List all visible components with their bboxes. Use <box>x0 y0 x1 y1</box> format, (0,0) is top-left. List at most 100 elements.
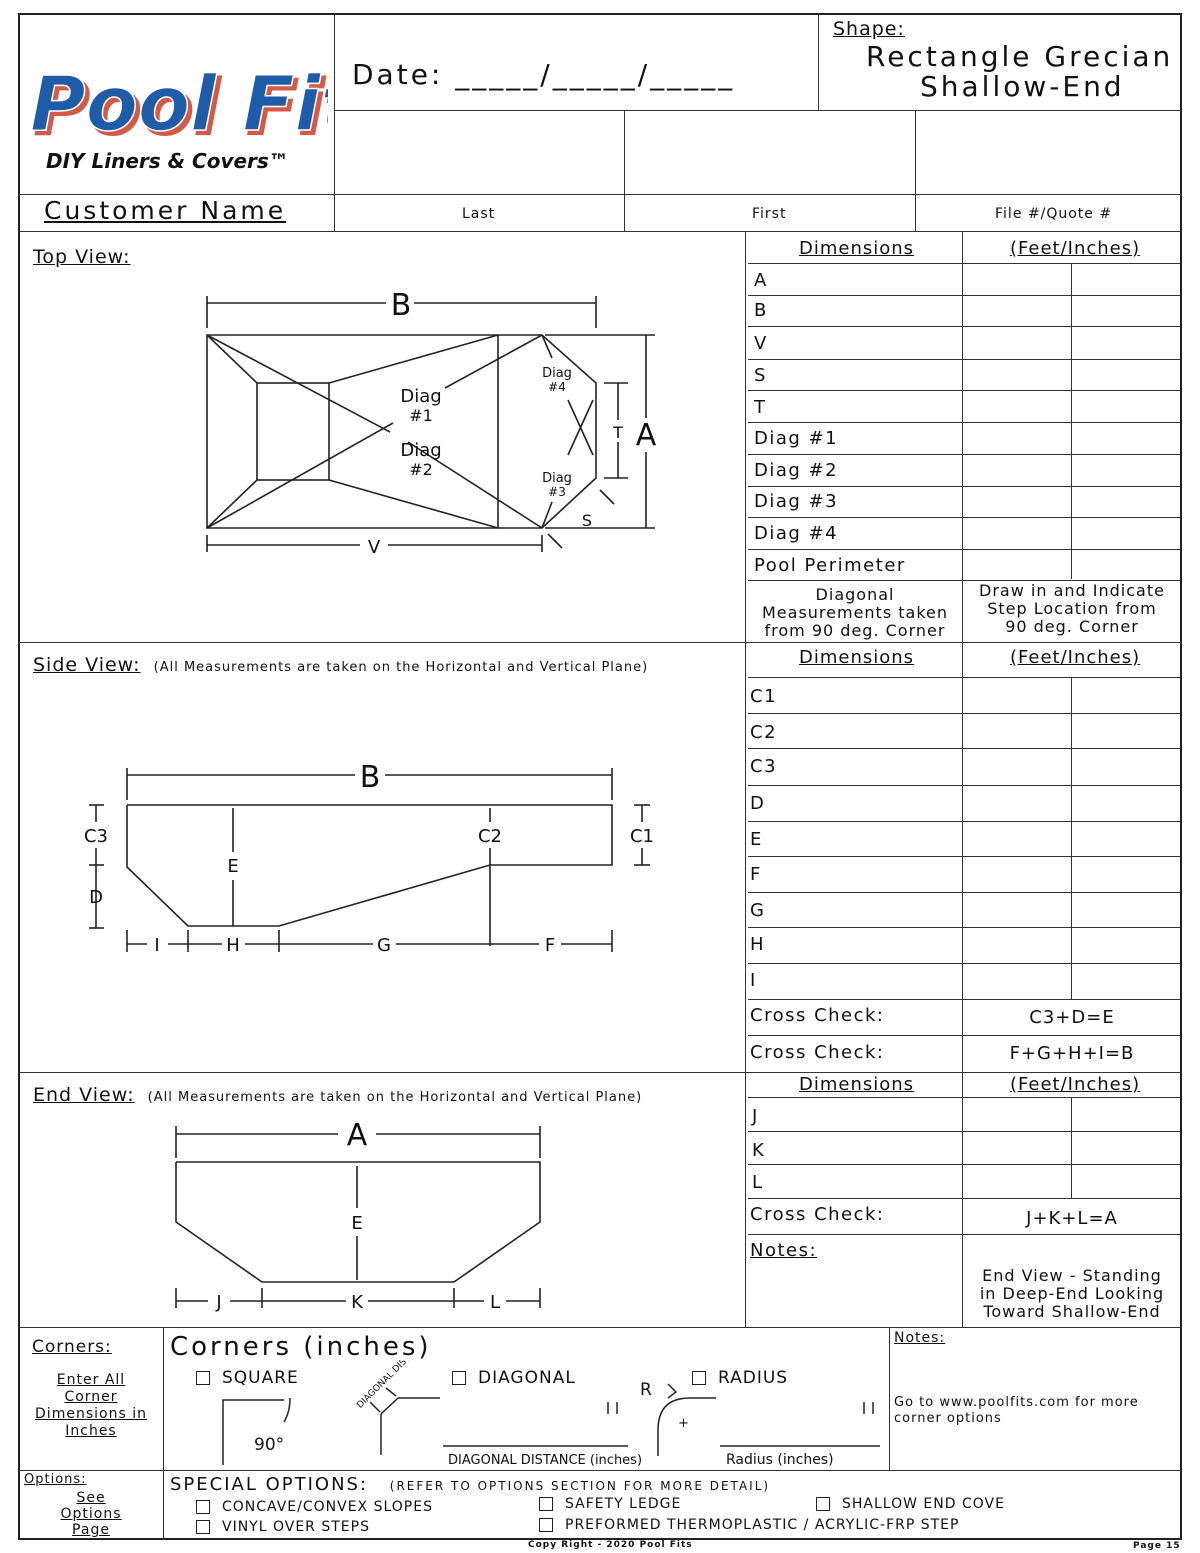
label-diag2b: #2 <box>409 460 433 479</box>
side-units-header: (Feet/Inches) <box>1010 647 1141 668</box>
label-c3: C3 <box>84 826 108 847</box>
cross-check-label: Cross Check: <box>750 1204 885 1225</box>
option-shallow-end-cove[interactable]: SHALLOW END COVE <box>816 1496 1005 1512</box>
top-view-diagram: B A V S T Diag #1 Diag #2 Diag #4 Diag #… <box>206 288 657 558</box>
last-label: Last <box>462 206 496 222</box>
row-label: V <box>754 333 768 354</box>
svg-text:DIY Liners & Covers™: DIY Liners & Covers™ <box>46 149 289 173</box>
checkbox[interactable] <box>539 1497 553 1511</box>
row-label: Pool Perimeter <box>754 555 906 576</box>
row-label: L <box>752 1172 764 1193</box>
plus-mark: + <box>678 1416 689 1431</box>
row-label: T <box>754 397 767 418</box>
row-label: J <box>752 1106 759 1127</box>
options-side-title: Options: <box>24 1472 87 1487</box>
row-label: I <box>750 970 757 991</box>
row-label: D <box>750 793 766 814</box>
label-i: I <box>154 935 159 956</box>
label-t: T <box>612 423 623 442</box>
row-label: Diag #1 <box>754 428 839 449</box>
cross-check-value: F+G+H+I=B <box>1009 1043 1135 1064</box>
label-e: E <box>351 1213 362 1234</box>
radius-input[interactable] <box>722 1418 878 1444</box>
option-safety-ledge[interactable]: SAFETY LEDGE <box>539 1496 681 1512</box>
checkbox[interactable] <box>196 1500 210 1514</box>
label-b: B <box>391 288 412 323</box>
copyright: Copy Right - 2020 Pool Fits <box>528 1540 693 1550</box>
square-checkbox[interactable] <box>196 1371 210 1385</box>
cross-check-label: Cross Check: <box>750 1042 885 1063</box>
radius-checkbox[interactable] <box>692 1371 706 1385</box>
label-h: H <box>226 935 240 956</box>
label-c1: C1 <box>630 826 654 847</box>
row-label: G <box>750 900 766 921</box>
option-vinyl-over-steps[interactable]: VINYL OVER STEPS <box>196 1519 370 1535</box>
checkbox[interactable] <box>816 1497 830 1511</box>
deg-label: 90° <box>254 1435 284 1455</box>
label-j: J <box>215 1292 221 1313</box>
label-a: A <box>347 1118 368 1153</box>
end-units-header: (Feet/Inches) <box>1010 1074 1141 1095</box>
label-diag4b: #4 <box>548 380 566 394</box>
notes-label: Notes: <box>750 1240 818 1261</box>
top-units-header: (Feet/Inches) <box>1010 238 1141 259</box>
shape-line-1: Rectangle Grecian <box>866 40 1174 73</box>
form-border <box>18 13 1182 1540</box>
corners-side-title: Corners: <box>32 1337 112 1357</box>
top-view-title: Top View: <box>33 246 131 268</box>
label-k: K <box>351 1292 364 1313</box>
label-diag1a: Diag <box>400 386 441 407</box>
end-notes-input[interactable] <box>748 1266 960 1324</box>
radius-caption: Radius (inches) <box>726 1452 834 1468</box>
top-dims-header: Dimensions <box>799 238 915 259</box>
row-label: E <box>750 829 763 850</box>
radius-option[interactable]: RADIUS <box>692 1368 788 1388</box>
checkbox[interactable] <box>196 1520 210 1534</box>
label-s: S <box>582 511 592 530</box>
row-label: S <box>754 365 767 386</box>
diag-caption: DIAGONAL DISTANCE (inches) <box>448 1453 642 1468</box>
label-l: L <box>490 1292 500 1313</box>
row-label: Diag #4 <box>754 523 839 544</box>
row-label: C1 <box>750 686 778 707</box>
corner-notes-label: Notes: <box>894 1330 946 1346</box>
cross-check-label: Cross Check: <box>750 1005 885 1026</box>
checkbox[interactable] <box>539 1518 553 1532</box>
svg-text:Pool Fits: Pool Fits <box>30 59 328 148</box>
diagonal-checkbox[interactable] <box>452 1371 466 1385</box>
corners-title: Corners (inches) <box>170 1332 432 1362</box>
label-b: B <box>360 760 381 795</box>
diagonal-distance-input[interactable] <box>444 1418 624 1444</box>
date-field[interactable]: Date: _____/_____/_____ <box>352 58 736 91</box>
first-name-input[interactable] <box>626 112 914 193</box>
row-label: A <box>754 270 768 291</box>
label-diag2a: Diag <box>400 440 441 461</box>
company-logo: Pool Fits Pool Fits DIY Liners & Covers™ <box>28 22 407 182</box>
option-concave-convex[interactable]: CONCAVE/CONVEX SLOPES <box>196 1499 433 1515</box>
row-label: B <box>754 300 768 321</box>
row-label: F <box>750 864 762 885</box>
end-view-diagram: A E J K L <box>175 1118 541 1313</box>
last-name-input[interactable] <box>336 112 623 193</box>
label-diag3a: Diag <box>542 471 572 486</box>
label-diag4a: Diag <box>542 366 572 381</box>
label-g: G <box>377 935 391 956</box>
label-c2: C2 <box>478 826 502 847</box>
diagonal-option[interactable]: DIAGONAL <box>452 1368 576 1388</box>
end-dims-header: Dimensions <box>799 1074 915 1095</box>
option-preformed-step[interactable]: PREFORMED THERMOPLASTIC / ACRYLIC-FRP ST… <box>539 1517 959 1533</box>
label-v: V <box>368 537 381 558</box>
label-diag1b: #1 <box>409 406 433 425</box>
square-option[interactable]: SQUARE <box>196 1368 299 1388</box>
shape-label: Shape: <box>833 18 905 40</box>
special-options-title: SPECIAL OPTIONS: (REFER TO OPTIONS SECTI… <box>170 1474 771 1495</box>
side-dims-header: Dimensions <box>799 647 915 668</box>
file-label: File #/Quote # <box>995 206 1113 222</box>
file-number-input[interactable] <box>917 112 1181 193</box>
label-d: D <box>89 887 103 908</box>
